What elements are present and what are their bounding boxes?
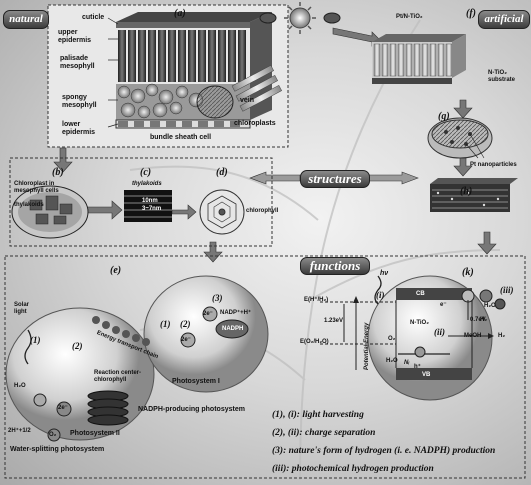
label-cb: CB (416, 291, 425, 297)
label-e-h2: E(H⁺/H₂) (304, 297, 329, 303)
label-o2-k: O₂ (388, 336, 396, 342)
label-spongy: spongy mesophyll (62, 94, 97, 109)
label-nadph: NADPH (222, 326, 244, 332)
legend-line-4: (iii): photochemical hydrogen production (272, 464, 434, 474)
label-ntio2-substrate: N-TiO₂ substrate (488, 70, 516, 83)
label-gap: 1.23eV (324, 318, 344, 324)
label-bundle-sheath: bundle sheath cell (150, 134, 212, 141)
label-h2o: H₂O (14, 383, 26, 389)
label-water-splitting: Water-splitting photosystem (10, 446, 105, 453)
label-f: (f) (466, 8, 476, 19)
label-2e-ps1: 2e⁻ (181, 337, 191, 343)
label-e: (e) (110, 265, 122, 276)
label-potential-axis: Potential Energy (364, 322, 370, 370)
label-ii: (ii) (434, 327, 445, 337)
label-h: (h) (460, 186, 473, 197)
label-h2-top: H₂ (480, 317, 487, 323)
label-10nm: 10nm (142, 198, 158, 204)
label-cuticle: cuticle (82, 14, 105, 21)
photosystem-ii (5, 307, 155, 442)
chlorophyll-molecule (199, 189, 245, 235)
label-2e-ps1-top: 2e⁻ (203, 311, 213, 317)
label-k: (k) (462, 267, 474, 278)
label-chloroplast-title: Chloroplast in mesophyll cells (14, 181, 59, 194)
label-i: (i) (376, 290, 385, 300)
label-reaction-center: Reaction center-chlorophyll (94, 370, 142, 383)
label-pt-ntio2: Pt/N-TiO₂ (396, 14, 423, 20)
label-nadp-in: NADP⁺+H⁺ (220, 310, 252, 316)
legend-line-2: (2), (ii): charge separation (272, 428, 376, 438)
chloroplast (11, 185, 89, 239)
label-chloroplasts: chloroplasts (234, 120, 276, 127)
pt-ntio2-array (372, 34, 466, 84)
label-step2-ps1: (2) (180, 319, 191, 329)
label-lower-epidermis: lower epidermis (62, 121, 96, 136)
label-ps2-products: 2H⁺+1/2 (8, 428, 31, 434)
functions-frame (4, 255, 526, 479)
label-07ev: 0.7eV (470, 317, 486, 323)
label-ntio2: N-TiO₂ (410, 320, 429, 326)
sun-icon (284, 2, 316, 34)
label-h2o-k: H₂O (386, 358, 398, 364)
mini-leaf-icons (259, 12, 341, 24)
label-b: (b) (52, 167, 64, 178)
artificial-banner: artificial (478, 10, 530, 29)
flow-arrows (53, 27, 497, 263)
label-hole: h⁺ (414, 364, 421, 370)
label-step1-ps1: (1) (160, 319, 171, 329)
structures-arrows (249, 171, 419, 185)
label-h2o-right: H₂O (484, 303, 496, 309)
label-electron: e⁻ (440, 302, 447, 308)
label-g: (g) (438, 111, 450, 122)
label-step2-ps2: (2) (72, 341, 83, 351)
label-2e-ps2: 2e⁻ (58, 405, 68, 411)
structures-banner: structures (300, 170, 370, 188)
label-palisade: palisade mesophyll (60, 55, 95, 70)
pt-coated-cell (427, 117, 493, 159)
label-c: (c) (140, 167, 152, 178)
label-a: (a) (174, 8, 186, 19)
label-nadph-system: NADPH-producing photosystem (138, 406, 245, 413)
legend-line-3: (3): nature's form of hydrogen (i. e. NA… (272, 446, 496, 456)
label-ni: Nᵢ (404, 360, 410, 366)
label-thylakoids-b: thylakoids (14, 202, 44, 208)
label-photosystem-i: Photosystem I (172, 378, 220, 385)
label-step3: (3) (212, 293, 223, 303)
label-pt-nanoparticles: Pt nanoparticles (470, 162, 517, 168)
natural-banner: natural (3, 10, 49, 29)
label-o2: O₂ (49, 432, 57, 438)
leaf-block (107, 12, 283, 129)
label-solar-light: Solar light (14, 302, 30, 315)
label-e-o2: E(O₂/H₂O) (300, 339, 329, 345)
label-photosystem-ii: Photosystem II (70, 430, 120, 437)
nanotube-stack (430, 178, 518, 212)
energy-diagram (320, 275, 506, 401)
thylakoid-stack (124, 190, 172, 222)
structures-frame (9, 157, 273, 247)
label-upper-epidermis: upper epidermis (58, 29, 92, 44)
label-hv: hν (380, 270, 389, 277)
label-h2-right: H₂ (498, 333, 505, 339)
photosystem-i (92, 275, 269, 393)
label-3-7nm: 3~7nm (142, 206, 162, 212)
legend-line-1: (1), (i): light harvesting (272, 410, 364, 420)
label-chlorophyll: chlorophyll (246, 208, 279, 214)
functions-banner: functions (300, 257, 370, 275)
label-iii: (iii) (500, 285, 514, 295)
label-step1-ps2: (1) (30, 335, 41, 345)
label-d: (d) (216, 167, 228, 178)
label-thylakoids-c: thylakoids (132, 181, 162, 187)
label-vb: VB (422, 372, 431, 378)
label-meoh: MeOH (464, 333, 482, 339)
label-vein: vein (240, 97, 255, 104)
